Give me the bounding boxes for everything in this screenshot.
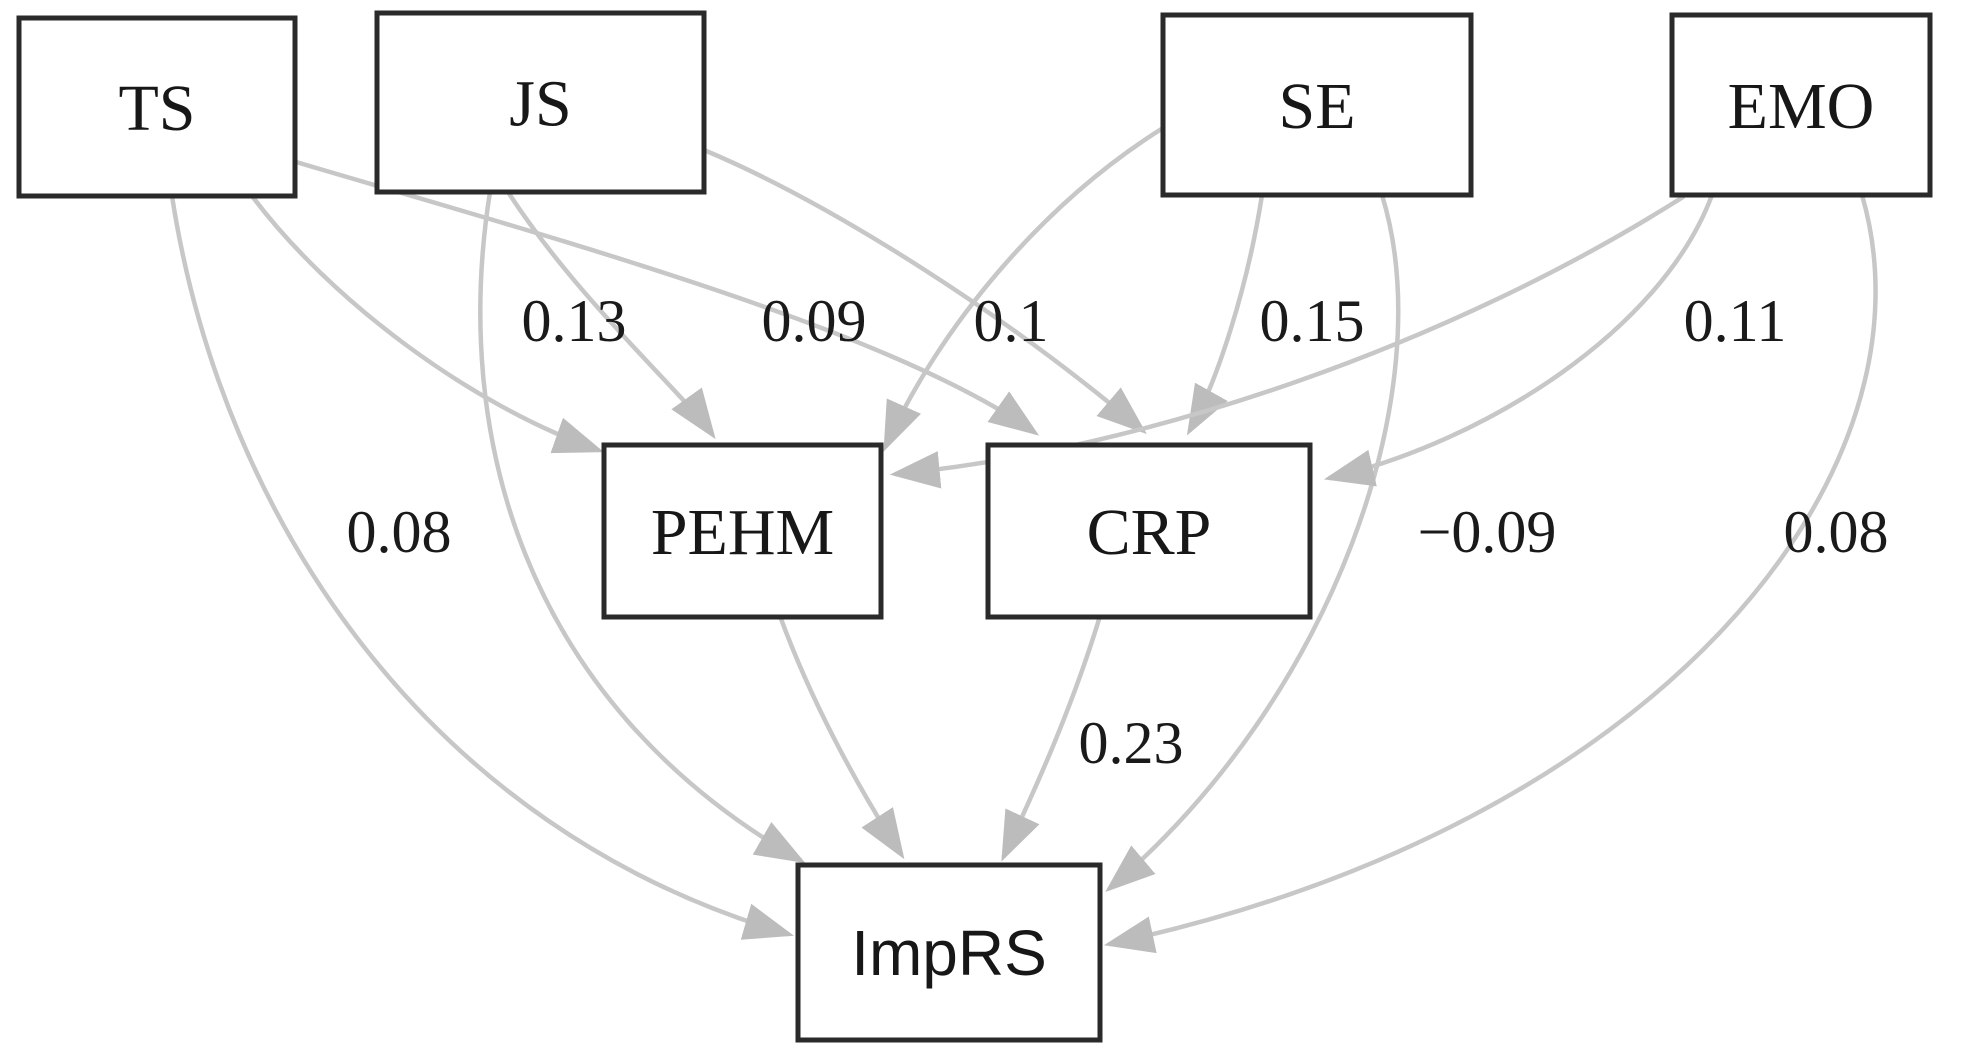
edge-coefficient-label: 0.08 <box>347 499 452 565</box>
edge-JS-CRP <box>701 147 1147 435</box>
edges-layer <box>169 125 1878 954</box>
edge-coefficient-label: 0.1 <box>974 288 1049 354</box>
edge-PEHM-ImpRS <box>777 613 905 860</box>
node-CRP-box <box>985 442 1313 620</box>
edge-coefficient-label: 0.13 <box>522 288 627 354</box>
node-CRP-label: CRP <box>1087 496 1212 569</box>
edge-TS-CRP <box>293 159 1040 436</box>
edge-CRP-ImpRS <box>1001 613 1103 862</box>
node-ImpRS-box <box>795 862 1103 1043</box>
nodes-layer <box>16 10 1933 1043</box>
node-JS-box <box>374 10 707 195</box>
node-SE-label: SE <box>1278 70 1355 143</box>
node-PEHM-label: PEHM <box>651 496 834 569</box>
node-SE-box <box>1160 12 1474 198</box>
node-PEHM-box <box>601 442 884 620</box>
edge-SE-CRP <box>1186 192 1265 436</box>
edge-coefficient-label: 0.11 <box>1684 288 1787 354</box>
node-ImpRS-label: ImpRS <box>851 917 1047 989</box>
edge-SE-PEHM <box>883 125 1166 452</box>
edge-JS-PEHM <box>505 189 716 440</box>
node-JS-label: JS <box>509 68 571 141</box>
node-TS-label: TS <box>118 72 195 145</box>
edge-SE-ImpRS <box>1105 192 1401 893</box>
node-EMO-label: EMO <box>1728 70 1875 143</box>
node-TS-box <box>16 15 298 199</box>
edge-TS-ImpRS <box>169 193 795 940</box>
edge-TS-PEHM <box>249 193 604 454</box>
edge-coefficient-label: −0.09 <box>1418 499 1557 565</box>
edge-JS-ImpRS <box>478 189 806 864</box>
edge-EMO-CRP <box>1323 192 1715 487</box>
node-EMO-box <box>1669 12 1933 198</box>
edge-coefficient-label: 0.23 <box>1079 710 1184 776</box>
edge-coefficient-label: 0.08 <box>1784 499 1889 565</box>
edge-labels-layer: TS JS SE EMO PEHM CRP ImpRS 0.13 0.09 0.1 0.15 0.11… <box>118 68 1888 989</box>
edge-EMO-ImpRS <box>1103 192 1878 954</box>
edge-coefficient-label: 0.15 <box>1260 288 1365 354</box>
edge-coefficient-label: 0.09 <box>762 288 867 354</box>
